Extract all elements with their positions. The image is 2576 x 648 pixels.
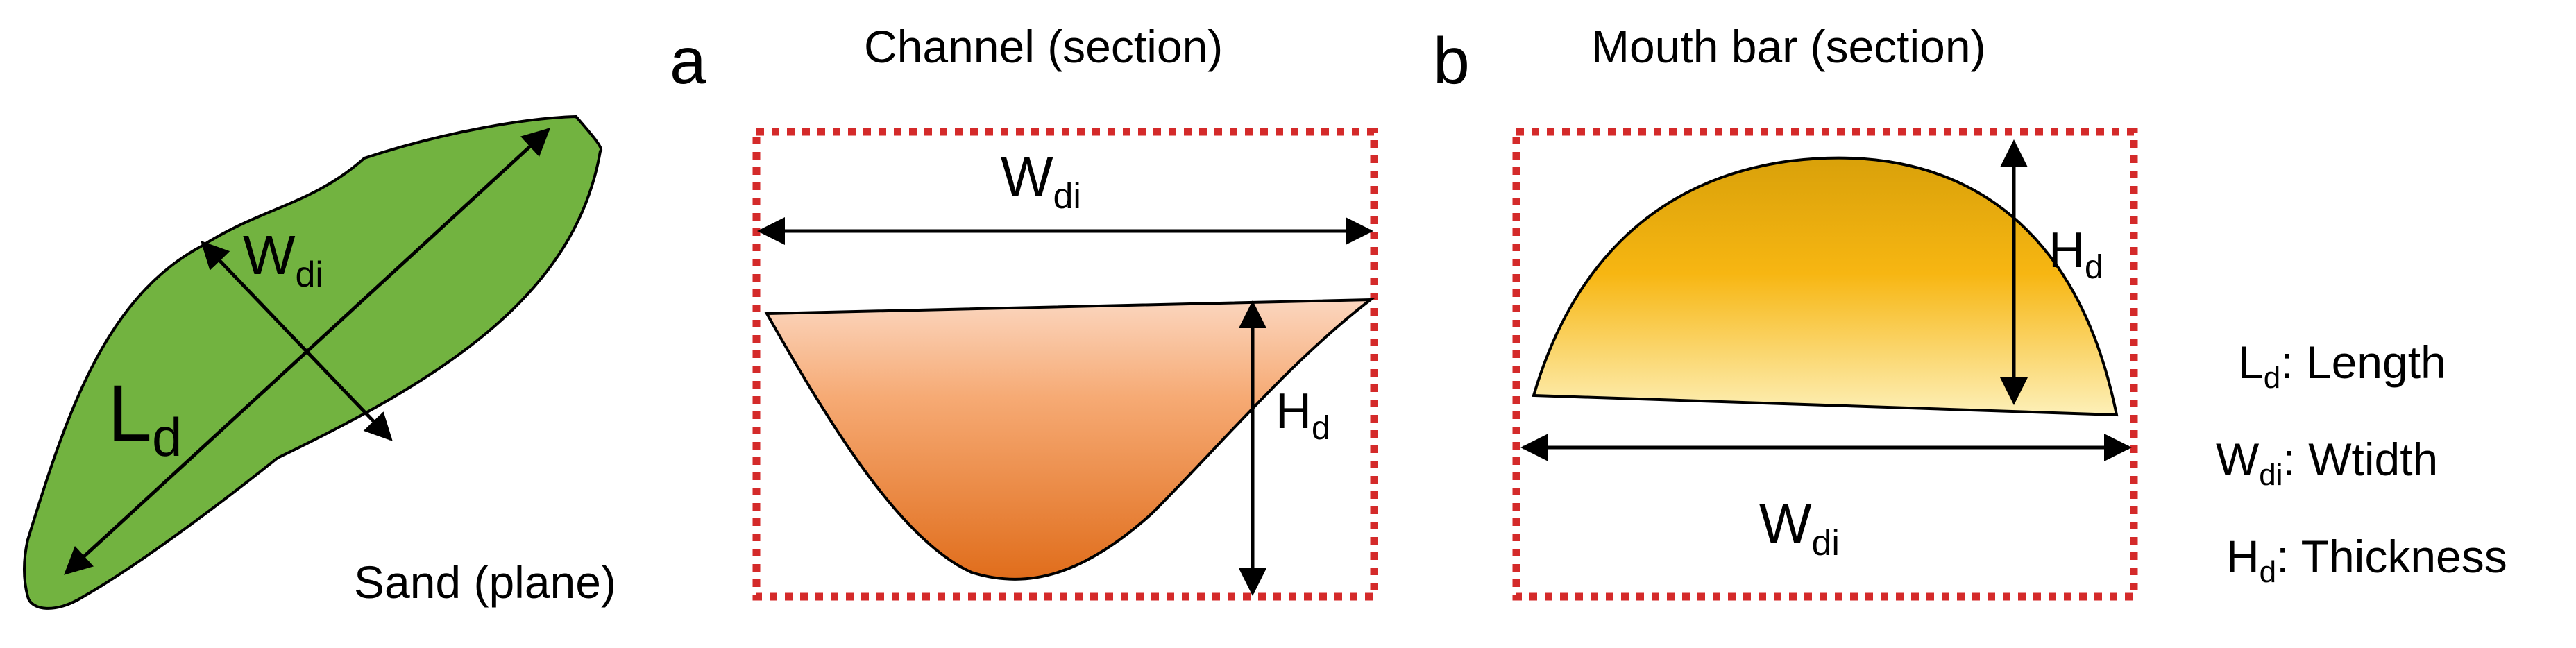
sand-body-shape	[23, 114, 603, 610]
legend-item-thickness: Hd: Thickness	[2226, 531, 2507, 589]
mouth-bar-section-panel: b Mouth bar (section) Wdi Hd	[1433, 21, 2138, 601]
mouth-bar-dashed-frame	[1512, 128, 2138, 601]
channel-width-label: Wdi	[1001, 146, 1081, 216]
channel-dashed-frame	[752, 128, 1378, 601]
channel-height-label: Hd	[1276, 384, 1330, 447]
plane-length-label: Ld	[108, 369, 182, 468]
plane-width-label: Wdi	[243, 224, 323, 295]
legend-item-width: Wdi: Wtidth	[2216, 434, 2438, 492]
panel-b-letter: b	[1433, 24, 1470, 98]
channel-section-panel: a Channel (section) Wdi Hd	[670, 21, 1378, 601]
channel-body-shape	[764, 298, 1375, 581]
sand-plane-panel: Wdi Ld Sand (plane)	[23, 114, 616, 610]
width-arrow	[201, 241, 393, 441]
mouth-bar-title: Mouth bar (section)	[1591, 21, 1986, 72]
plane-caption: Sand (plane)	[354, 556, 616, 608]
mouth-bar-width-label: Wdi	[1759, 493, 1840, 563]
legend: Ld: Length Wdi: Wtidth Hd: Thickness	[2216, 336, 2507, 589]
mouth-bar-body-shape	[1532, 156, 2119, 417]
panel-a-letter: a	[670, 24, 706, 98]
channel-title: Channel (section)	[864, 21, 1223, 72]
legend-item-length: Ld: Length	[2238, 336, 2446, 395]
mouth-bar-height-label: Hd	[2049, 223, 2103, 286]
